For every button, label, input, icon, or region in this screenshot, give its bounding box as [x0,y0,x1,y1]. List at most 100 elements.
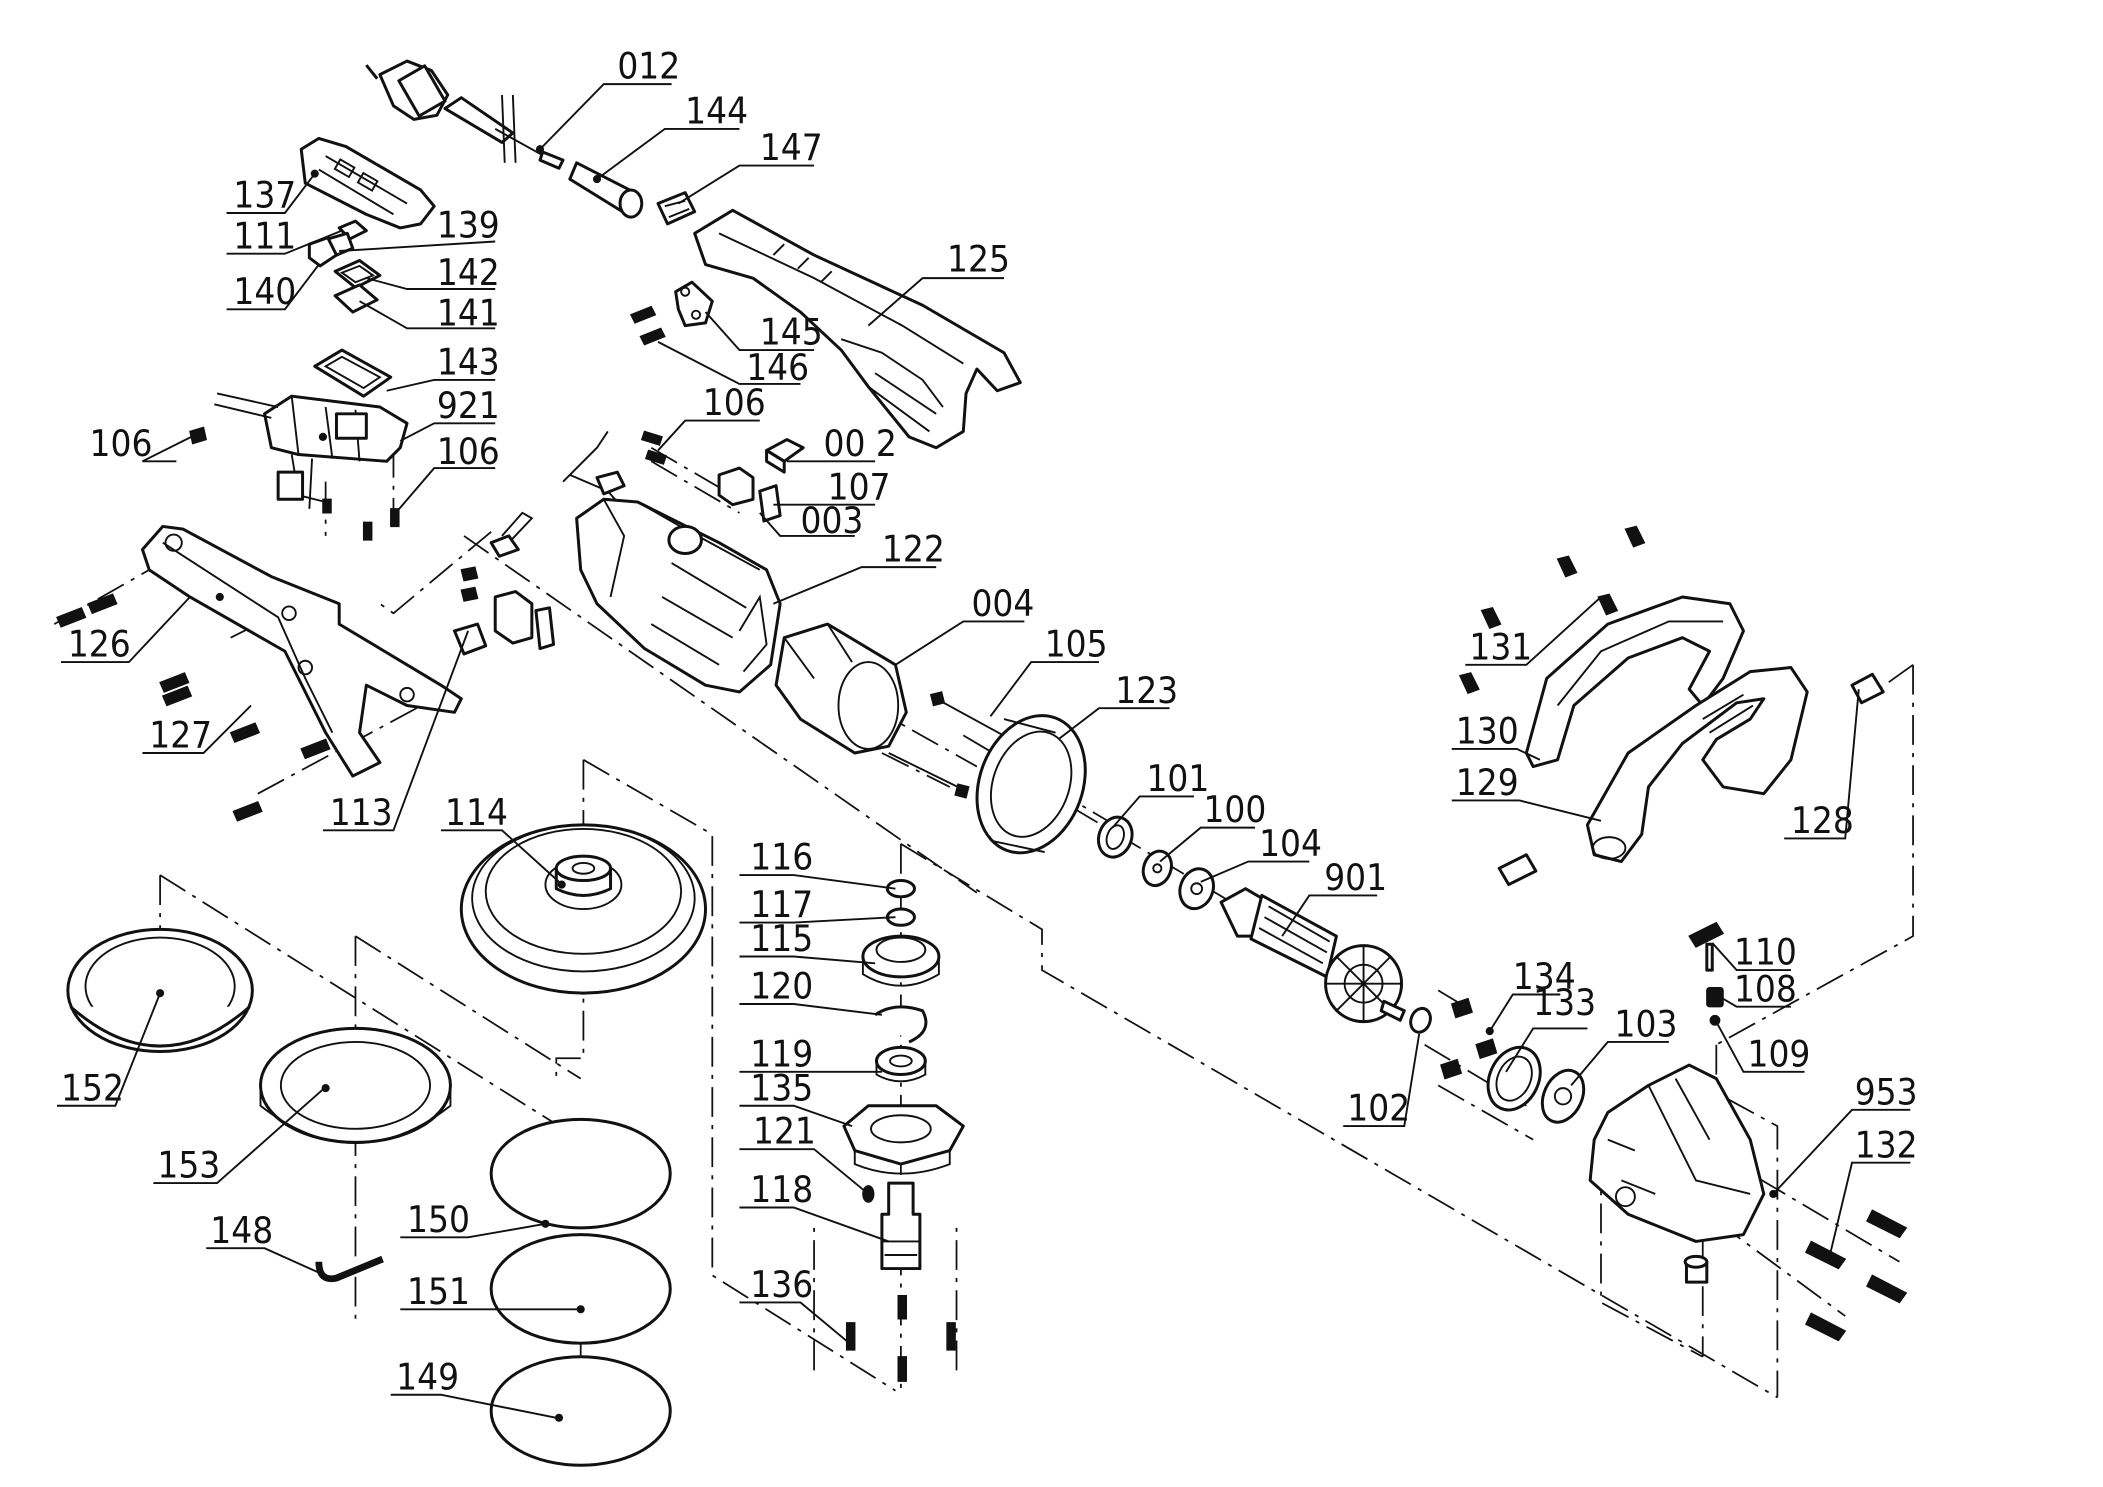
part-136-screws[interactable] [845,1295,956,1382]
label-142[interactable]: 142 [437,251,500,294]
part-143-cover[interactable] [313,348,393,398]
label-135[interactable]: 135 [750,1066,813,1109]
part-108-spring[interactable] [1706,987,1724,1008]
label-137[interactable]: 137 [233,174,296,217]
label-121[interactable]: 121 [753,1110,816,1153]
part-113-wire-connector[interactable] [453,566,488,656]
part-133-bearing-plate[interactable] [1478,1039,1550,1119]
label-128[interactable]: 128 [1791,799,1854,842]
part-129-handle-half[interactable] [1585,666,1809,864]
part-152-polishing-pad[interactable] [66,927,254,1053]
part-142-seal[interactable] [333,259,382,290]
part-116-washer[interactable] [885,879,916,899]
label-117[interactable]: 117 [750,883,813,926]
label-150[interactable]: 150 [407,1198,470,1241]
label-143[interactable]: 143 [437,340,500,383]
part-115-flange[interactable] [861,934,941,987]
part-103-bearing[interactable] [1534,1064,1591,1129]
label-153[interactable]: 153 [157,1144,220,1187]
label-149[interactable]: 149 [396,1355,459,1398]
part-921-switch-unit[interactable] [214,392,409,509]
part-126-left-handle-housing[interactable] [140,524,463,778]
label-113[interactable]: 113 [330,791,393,834]
part-104-bearing[interactable] [1174,864,1219,913]
part-134-screws[interactable] [1440,997,1498,1080]
part-123-air-guide-ring[interactable] [959,700,1104,868]
part-127-screws[interactable] [56,593,331,822]
label-127[interactable]: 127 [149,714,212,757]
part-109-ball[interactable] [1709,1014,1721,1026]
label-123[interactable]: 123 [1115,669,1178,712]
label-002[interactable]: 00 2 [824,422,897,465]
part-100-bearing[interactable] [1139,847,1177,889]
part-901-armature[interactable] [1219,887,1406,1024]
label-141[interactable]: 141 [437,292,500,335]
label-115[interactable]: 115 [750,917,813,960]
label-131[interactable]: 131 [1469,625,1532,668]
label-148[interactable]: 148 [210,1209,273,1252]
label-921[interactable]: 921 [437,384,500,427]
label-122[interactable]: 122 [882,528,945,571]
label-147[interactable]: 147 [760,126,823,169]
label-106-brush[interactable]: 106 [703,381,766,424]
label-107[interactable]: 107 [828,465,891,508]
label-140[interactable]: 140 [233,270,296,313]
part-953-gear-housing[interactable] [1588,1063,1778,1243]
label-104[interactable]: 104 [1259,822,1322,865]
part-106-screws[interactable] [189,426,668,541]
label-103[interactable]: 103 [1615,1003,1678,1046]
part-004-stator[interactable] [774,622,908,755]
label-105[interactable]: 105 [1045,623,1108,666]
part-125-right-handle-housing[interactable] [693,208,1022,450]
part-102-washer[interactable] [1407,1006,1433,1035]
part-131-screws[interactable] [1458,525,1646,695]
part-149-polishing-disc[interactable] [489,1355,672,1467]
label-151[interactable]: 151 [407,1270,470,1313]
label-120[interactable]: 120 [750,965,813,1008]
label-106-left[interactable]: 106 [90,422,153,465]
part-144-cord-protector[interactable] [568,161,644,219]
part-118-spindle[interactable] [880,1181,922,1271]
part-012-power-cord[interactable] [365,59,565,170]
part-137-speed-control-housing[interactable] [299,136,436,230]
part-141-cover-plate[interactable] [333,283,379,314]
label-126[interactable]: 126 [68,623,131,666]
part-132-screws[interactable] [1804,1209,1908,1342]
part-119-bearing[interactable] [874,1045,927,1083]
label-100[interactable]: 100 [1203,788,1266,831]
label-110[interactable]: 110 [1734,931,1797,974]
label-004[interactable]: 004 [971,582,1034,625]
label-134[interactable]: 134 [1513,955,1576,998]
label-144[interactable]: 144 [685,89,748,132]
part-002-carbon-brush[interactable] [765,438,805,474]
part-130-handle-half[interactable] [1524,595,1745,769]
label-130[interactable]: 130 [1456,710,1519,753]
label-012[interactable]: 012 [617,45,680,88]
part-153-sponge-pad[interactable] [259,1026,452,1144]
label-125[interactable]: 125 [947,237,1010,280]
label-003[interactable]: 003 [800,499,863,542]
label-901[interactable]: 901 [1324,856,1387,899]
label-129[interactable]: 129 [1456,761,1519,804]
part-101-bearing-sleeve[interactable] [1093,812,1138,861]
label-136[interactable]: 136 [750,1263,813,1306]
part-121-key[interactable] [862,1185,875,1203]
label-133[interactable]: 133 [1533,981,1596,1024]
part-953-bushing[interactable] [1683,1254,1709,1284]
label-118[interactable]: 118 [750,1168,813,1211]
label-132[interactable]: 132 [1855,1123,1918,1166]
label-114[interactable]: 114 [445,791,508,834]
part-110-spindle-lock-button[interactable] [1688,921,1725,972]
label-108[interactable]: 108 [1734,967,1797,1010]
label-146[interactable]: 146 [746,346,809,389]
part-151-felt-disc[interactable] [489,1233,672,1345]
part-146-screws[interactable] [629,305,666,346]
part-140-switch-lever[interactable] [307,231,355,268]
part-135-bearing-cover[interactable] [842,1104,965,1175]
label-119[interactable]: 119 [750,1032,813,1075]
label-102[interactable]: 102 [1347,1087,1410,1130]
label-152[interactable]: 152 [61,1066,124,1109]
label-953[interactable]: 953 [1855,1070,1918,1113]
part-145-cord-clamp-plate[interactable] [674,280,714,328]
label-145[interactable]: 145 [760,311,823,354]
